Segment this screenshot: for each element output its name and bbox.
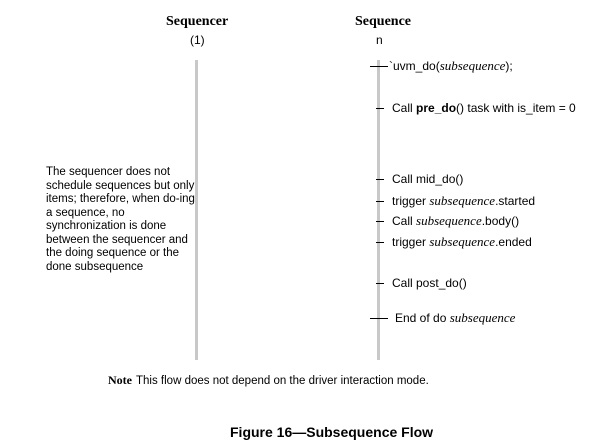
step-emphasis: subsequence	[429, 234, 496, 249]
step-text: trigger	[392, 194, 430, 208]
step-text: .body()	[481, 214, 520, 228]
step-call-body: Call subsequence.body()	[392, 213, 520, 229]
sequence-lifeline	[377, 60, 380, 360]
step-text: () task with is_item = 0	[456, 101, 576, 115]
step-text: Call post_do()	[392, 276, 467, 290]
flow-note: Note This flow does not depend on the dri…	[108, 373, 429, 388]
step-tick	[370, 66, 388, 67]
step-post-do: Call post_do()	[392, 276, 467, 290]
note-text: This flow does not depend on the driver …	[136, 375, 429, 387]
step-text: .ended	[495, 235, 532, 249]
step-emphasis: subsequence	[449, 310, 516, 325]
step-tick	[376, 201, 384, 202]
step-uvm-do: `uvm_do(subsequence);	[389, 58, 513, 74]
step-text: trigger	[392, 235, 430, 249]
step-tick	[370, 318, 388, 319]
step-trigger-started: trigger subsequence.started	[392, 193, 536, 209]
step-text: );	[505, 59, 513, 73]
sequencer-multiplicity: (1)	[190, 33, 205, 47]
step-mid-do: Call mid_do()	[392, 172, 463, 186]
step-text: .started	[495, 194, 536, 208]
step-tick	[376, 283, 384, 284]
step-text: `uvm_do(	[389, 59, 440, 73]
sequencer-lifeline	[195, 60, 198, 360]
note-label: Note	[108, 373, 132, 387]
step-tick	[376, 242, 384, 243]
step-tick	[376, 108, 384, 109]
step-text: Call mid_do()	[392, 172, 464, 186]
step-pre-do: Call pre_do() task with is_item = 0	[392, 101, 576, 115]
sequence-multiplicity: n	[376, 33, 383, 47]
figure-caption: Figure 16—Subsequence Flow	[230, 424, 434, 440]
step-emphasis: subsequence	[439, 58, 506, 73]
step-tick	[376, 179, 384, 180]
step-trigger-ended: trigger subsequence.ended	[392, 234, 532, 250]
sequence-column-title: Sequence	[355, 14, 411, 29]
sequencer-column-title: Sequencer	[166, 14, 229, 29]
step-text: End of do	[395, 311, 450, 325]
step-end-of-do: End of do subsequence	[395, 310, 516, 326]
sequencer-sync-note: The sequencer does not schedule sequence…	[46, 166, 195, 273]
step-emphasis: subsequence	[416, 213, 482, 228]
step-emphasis: subsequence	[429, 193, 496, 208]
step-text: Call	[392, 214, 417, 228]
step-tick	[376, 221, 384, 222]
step-text: Call	[392, 101, 417, 115]
step-strong: pre_do	[416, 101, 457, 115]
